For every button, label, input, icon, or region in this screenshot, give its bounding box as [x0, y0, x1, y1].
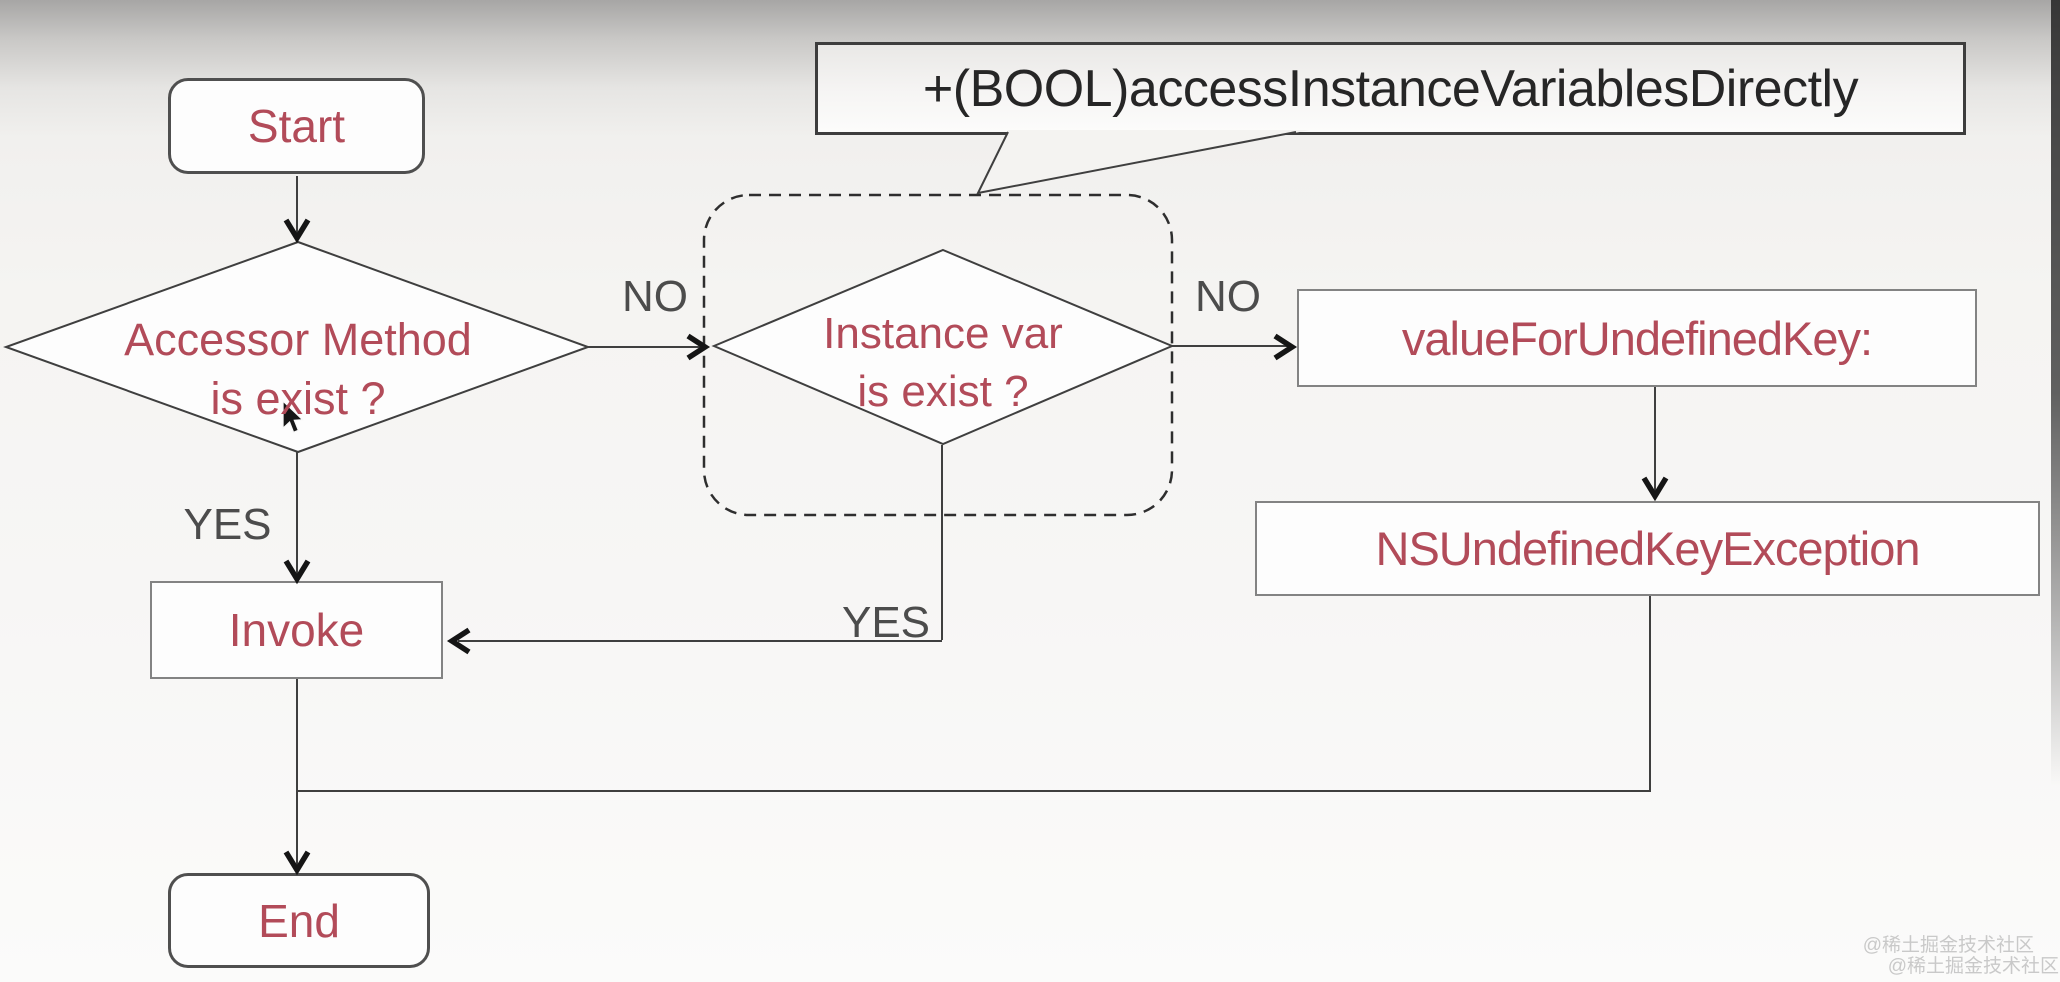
- watermark-line-2: @稀土掘金技术社区: [1887, 956, 2059, 977]
- callout-text: +(BOOL)accessInstanceVariablesDirectly: [922, 59, 1859, 118]
- ns-undefined-key-exception-label: NSUndefinedKeyException: [1375, 522, 1921, 575]
- edge-label-yes-accessor: YES: [183, 500, 272, 549]
- edge-label-yes-instance: YES: [841, 598, 931, 647]
- end-node-label: End: [258, 894, 340, 947]
- callout-tail-outline: [976, 131, 1297, 195]
- arrowhead-yes-to-invoke-top: [283, 559, 311, 585]
- watermark-line-1: @稀土掘金技术社区: [1862, 935, 2034, 956]
- ns-undefined-key-exception-box: NSUndefinedKeyException: [1255, 501, 2040, 596]
- accessor-diamond-line1: Accessor Method: [124, 314, 472, 365]
- start-node: Start: [168, 78, 425, 174]
- accessor-diamond-line2: is exist ?: [210, 373, 386, 425]
- arrowhead-yes-to-invoke: [446, 627, 471, 655]
- end-node: End: [168, 873, 430, 968]
- instance-diamond-line2: is exist ?: [857, 367, 1029, 417]
- arrowhead-no-to-vfu: [1273, 333, 1298, 361]
- edge-label-no-instance: NO: [1195, 272, 1261, 321]
- invoke-label: Invoke: [228, 604, 365, 656]
- arrowhead-start-to-accessor: [283, 218, 311, 244]
- instance-diamond-text: Instance var is exist ?: [693, 305, 1193, 421]
- instance-diamond-line1: Instance var: [823, 309, 1063, 358]
- value-for-undefined-key-label: valueForUndefinedKey:: [1401, 311, 1873, 365]
- arrowhead-to-end: [283, 850, 311, 876]
- value-for-undefined-key-box: valueForUndefinedKey:: [1297, 289, 1977, 387]
- start-node-label: Start: [247, 100, 346, 152]
- invoke-box: Invoke: [150, 581, 443, 679]
- accessor-diamond-text: Accessor Method is exist ?: [48, 310, 548, 429]
- callout-box: +(BOOL)accessInstanceVariablesDirectly: [815, 42, 1966, 135]
- arrowhead-vfu-to-nsu: [1641, 476, 1669, 502]
- edge-label-no-accessor: NO: [622, 272, 688, 321]
- screen-right-edge-shade: [2051, 0, 2060, 982]
- callout-tail: [978, 130, 1310, 193]
